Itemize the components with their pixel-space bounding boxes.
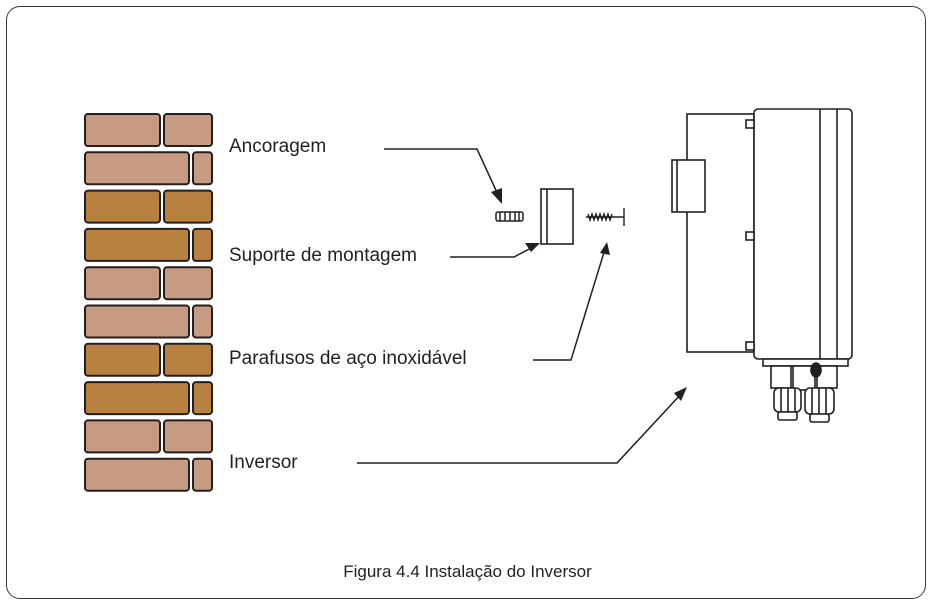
brick	[163, 419, 213, 454]
brick	[163, 266, 213, 301]
brick	[84, 189, 161, 224]
brick	[84, 304, 190, 339]
figure-frame	[6, 6, 926, 599]
anchor-label: Ancoragem	[229, 136, 327, 157]
brick	[84, 457, 190, 492]
brick-wall	[84, 113, 213, 492]
arrow-heads	[491, 188, 687, 401]
brick	[84, 151, 190, 186]
brick	[84, 113, 161, 147]
brick	[192, 381, 213, 416]
brick	[84, 381, 190, 416]
brick	[84, 227, 190, 262]
figure-caption: Figura 4.4 Instalação do Inversor	[343, 562, 592, 581]
brick	[192, 227, 213, 262]
screws-label: Parafusos de aço inoxidável	[229, 348, 467, 369]
brick	[163, 113, 213, 147]
screw-icon	[586, 208, 625, 226]
inverter-label: Inversor	[229, 452, 298, 473]
brick	[84, 342, 161, 377]
anchor-icon	[495, 211, 524, 222]
leader-lines	[357, 148, 683, 464]
mounting-bracket-icon	[540, 188, 574, 245]
brick	[192, 304, 213, 339]
mounting-bracket-label: Suporte de montagem	[229, 245, 418, 266]
brick	[84, 419, 161, 454]
brick	[192, 457, 213, 492]
brick	[163, 342, 213, 377]
brick	[192, 151, 213, 186]
brick	[163, 189, 213, 224]
brick	[84, 266, 161, 301]
inverter-icon	[671, 108, 853, 423]
